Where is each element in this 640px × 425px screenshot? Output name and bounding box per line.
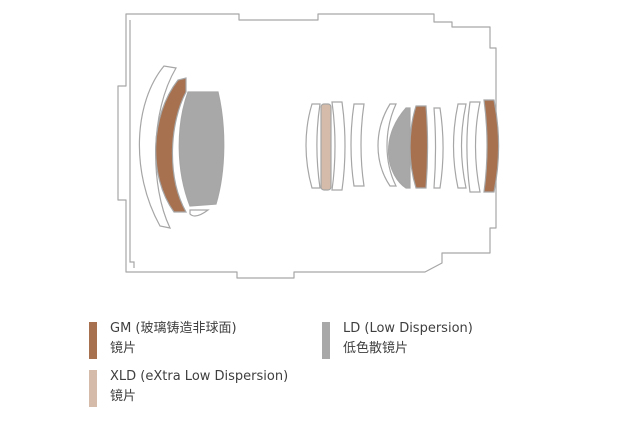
xld-label-line2: 镜片 bbox=[110, 389, 137, 404]
xld-color-swatch bbox=[89, 370, 97, 407]
middle-lens-2 bbox=[331, 101, 346, 191]
lens-mount-inner-outline bbox=[129, 20, 135, 268]
xld-label-line1: XLD (eXtra Low Dispersion) bbox=[110, 369, 289, 384]
lens-barrel-outline bbox=[117, 13, 497, 279]
middle-lens-3 bbox=[350, 103, 365, 187]
middle-lens-1 bbox=[305, 103, 321, 189]
gm-label-line1: GM (玻璃铸造非球面) bbox=[110, 321, 237, 336]
rear-lens-1 bbox=[433, 107, 444, 189]
ld-label-line1: LD (Low Dispersion) bbox=[343, 321, 473, 336]
ld-lens-rear bbox=[387, 107, 411, 189]
gm-label-line2: 镜片 bbox=[110, 341, 137, 356]
lens-cross-section-diagram bbox=[117, 13, 500, 279]
rear-lens-3 bbox=[466, 101, 481, 193]
gm-aspherical-lens-rear bbox=[483, 99, 500, 193]
rear-meniscus-lens bbox=[377, 103, 397, 187]
ld-color-swatch bbox=[322, 322, 330, 359]
xld-lens bbox=[320, 103, 332, 191]
front-meniscus-lens bbox=[138, 65, 177, 229]
ld-label-line2: 低色散镜片 bbox=[343, 341, 409, 356]
gm-color-swatch bbox=[89, 322, 97, 359]
ld-lens-front bbox=[178, 91, 225, 207]
rear-lens-2 bbox=[452, 103, 467, 189]
gm-aspherical-lens-front bbox=[155, 77, 188, 213]
front-rear-element bbox=[189, 209, 210, 217]
gm-aspherical-lens-middle bbox=[409, 105, 429, 189]
